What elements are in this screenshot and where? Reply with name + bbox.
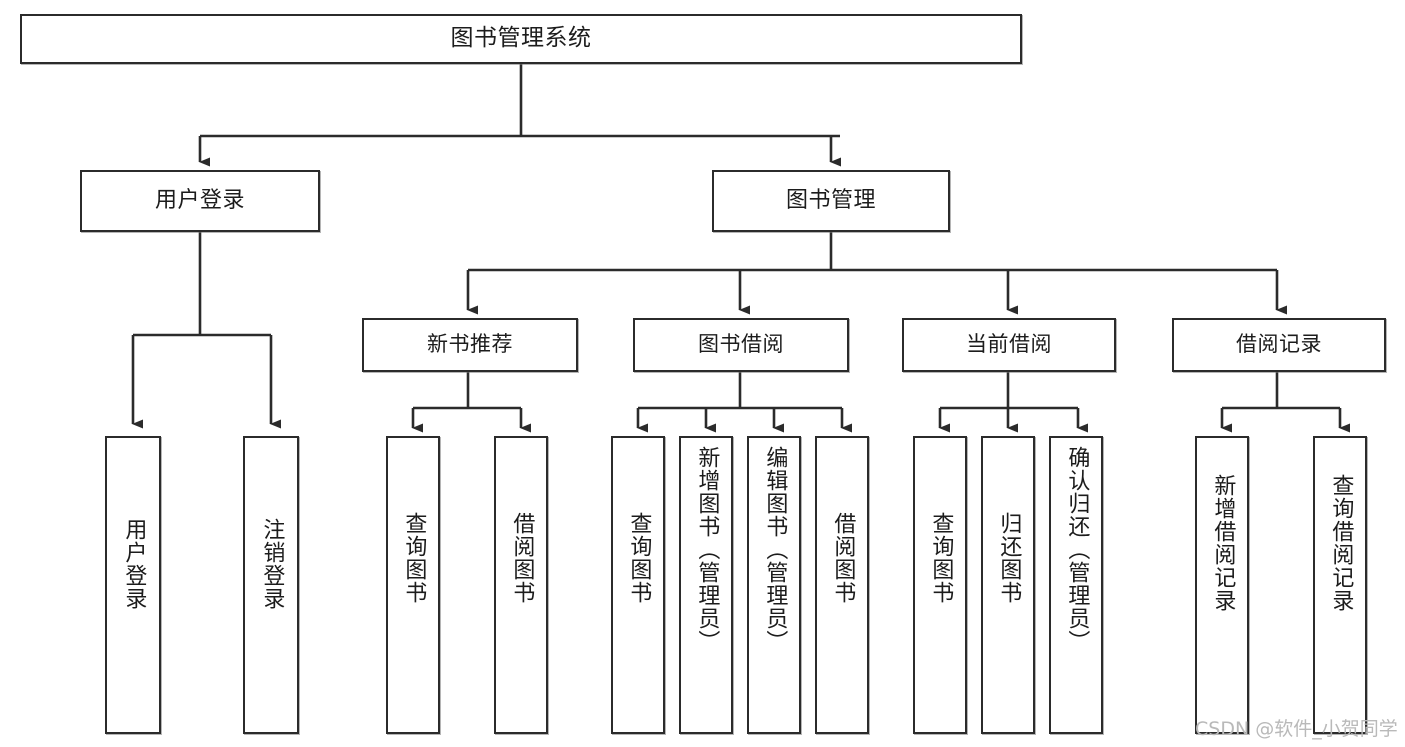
node-label: 新增图书（管理员） xyxy=(694,446,720,653)
node-label: 确认归还（管理员） xyxy=(1064,446,1090,653)
leaf-book-borrow-edit-book-admin[interactable]: 编辑图书（管理员） xyxy=(747,436,801,734)
node-label: 注销登录 xyxy=(259,518,285,610)
node-label: 图书借阅 xyxy=(698,332,784,357)
node-label: 查询借阅记录 xyxy=(1328,474,1354,612)
node-label: 编辑图书（管理员） xyxy=(762,446,788,653)
node-label: 图书管理 xyxy=(785,187,876,213)
node-user-login[interactable]: 用户登录 xyxy=(80,170,320,232)
leaf-new-book-borrow-books[interactable]: 借阅图书 xyxy=(494,436,548,734)
node-label: 查询图书 xyxy=(928,512,954,604)
node-label: 用户登录 xyxy=(154,187,245,213)
node-label: 用户登录 xyxy=(121,518,147,610)
node-label: 查询图书 xyxy=(626,512,652,604)
node-label: 借阅记录 xyxy=(1236,332,1322,357)
leaf-user-login-login[interactable]: 用户登录 xyxy=(105,436,161,734)
node-book-borrowing[interactable]: 图书借阅 xyxy=(633,318,849,372)
leaf-current-borrow-query-books[interactable]: 查询图书 xyxy=(913,436,967,734)
leaf-user-login-logout[interactable]: 注销登录 xyxy=(243,436,299,734)
node-label: 归还图书 xyxy=(996,512,1022,604)
leaf-book-borrow-query-books[interactable]: 查询图书 xyxy=(611,436,665,734)
leaf-book-borrow-add-book-admin[interactable]: 新增图书（管理员） xyxy=(679,436,733,734)
node-borrowing-record[interactable]: 借阅记录 xyxy=(1172,318,1386,372)
node-label: 新增借阅记录 xyxy=(1210,474,1236,612)
node-label: 借阅图书 xyxy=(509,512,535,604)
leaf-current-borrow-confirm-return-admin[interactable]: 确认归还（管理员） xyxy=(1049,436,1103,734)
leaf-book-borrow-borrow-books[interactable]: 借阅图书 xyxy=(815,436,869,734)
node-label: 当前借阅 xyxy=(966,332,1052,357)
node-label: 查询图书 xyxy=(401,512,427,604)
node-label: 图书管理系统 xyxy=(450,25,592,52)
node-new-book-recommendation[interactable]: 新书推荐 xyxy=(362,318,578,372)
node-label: 新书推荐 xyxy=(427,332,513,357)
node-current-borrowing[interactable]: 当前借阅 xyxy=(902,318,1116,372)
node-root-book-management-system[interactable]: 图书管理系统 xyxy=(20,14,1022,64)
leaf-current-borrow-return-books[interactable]: 归还图书 xyxy=(981,436,1035,734)
leaf-borrow-record-query-record[interactable]: 查询借阅记录 xyxy=(1313,436,1367,734)
leaf-new-book-query-books[interactable]: 查询图书 xyxy=(386,436,440,734)
csdn-watermark: CSDN @软件_小贺同学 xyxy=(1195,718,1398,740)
node-label: 借阅图书 xyxy=(830,512,856,604)
leaf-borrow-record-add-record[interactable]: 新增借阅记录 xyxy=(1195,436,1249,734)
node-book-management[interactable]: 图书管理 xyxy=(712,170,950,232)
